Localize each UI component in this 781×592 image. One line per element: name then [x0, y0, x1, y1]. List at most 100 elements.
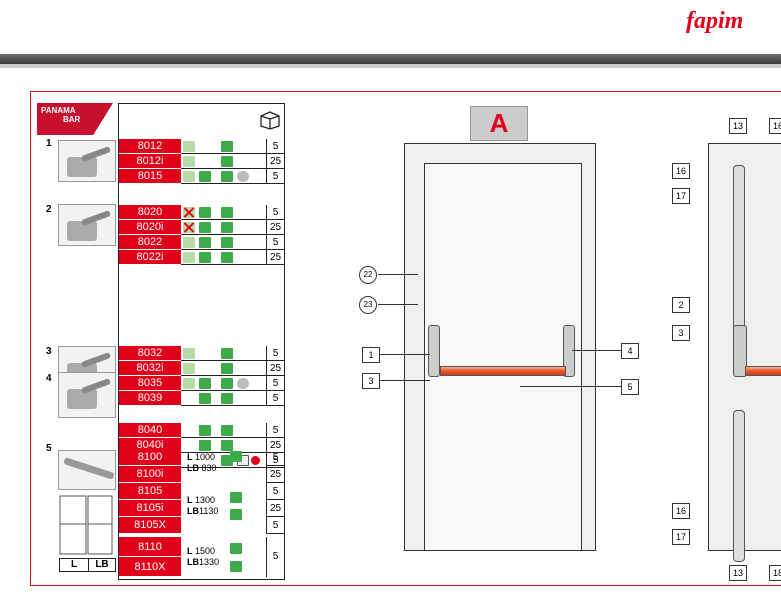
quantity: 5 [266, 423, 284, 438]
exit-icon [221, 237, 233, 248]
exit-icon [221, 425, 233, 436]
vertical-rod-bottom [733, 410, 745, 562]
callout-17-bottom: 17 [672, 529, 690, 545]
leader-line [520, 386, 621, 387]
exit-icon [221, 440, 233, 451]
quantity: 5 [266, 449, 284, 466]
key-icon [183, 252, 195, 263]
table-row: 8040 5 [119, 423, 284, 438]
quantity: 5 [266, 205, 284, 220]
exit-icon [221, 455, 233, 466]
exit-icon [230, 543, 242, 554]
table-header [119, 104, 284, 138]
section-number-3: 3 [46, 346, 52, 357]
vertical-rod-top [733, 165, 745, 342]
thumb-push-pad-1 [58, 140, 116, 182]
push-pad-left [428, 325, 440, 377]
quantity: 25 [266, 361, 284, 376]
product-code: 8020 [119, 205, 181, 220]
header-bar [0, 54, 781, 64]
exit-icon [199, 425, 211, 436]
package-box-icon [260, 111, 280, 130]
quantity: 25 [266, 438, 284, 453]
door-leaf [424, 163, 582, 551]
callout-4: 4 [621, 343, 639, 359]
section-number-5: 5 [46, 443, 52, 454]
product-code: 8022 [119, 235, 181, 250]
product-code: 8100 [119, 449, 181, 466]
no-key-icon [183, 222, 195, 233]
leader-line [378, 274, 418, 275]
dim-label-lb: LB [88, 558, 116, 572]
length-block-2: L 1300 LB1130 [187, 495, 219, 516]
exit-icon [230, 561, 242, 572]
product-code: 8110 [119, 537, 181, 557]
handle-icon [237, 378, 249, 389]
exit-icon [221, 363, 233, 374]
header-bar-shadow [0, 64, 781, 68]
callout-5: 5 [621, 379, 639, 395]
exit-icon [199, 393, 211, 404]
callout-22: 22 [359, 266, 377, 284]
table-row: 8020 5 [119, 205, 284, 220]
exit-icon [199, 252, 211, 263]
exit-icon [221, 156, 233, 167]
product-code: 8012i [119, 154, 181, 169]
quantity: 5 [266, 483, 284, 500]
quantity: 25 [266, 250, 284, 265]
product-code: 8105i [119, 500, 181, 517]
table-row: 8105 5 [119, 483, 284, 500]
exit-icon [230, 492, 242, 503]
diagram-title-a: A [470, 106, 528, 141]
content-frame [30, 91, 781, 586]
exit-icon [199, 222, 211, 233]
callout-1: 1 [362, 347, 380, 363]
quantity: 5 [266, 139, 284, 154]
quantity: 25 [266, 500, 284, 517]
exit-icon [221, 222, 233, 233]
table-row: 8110X [119, 557, 284, 577]
product-code: 8012 [119, 139, 181, 154]
callout-3-right: 3 [672, 325, 690, 341]
thumb-bar [58, 450, 116, 490]
exit-icon [221, 252, 233, 263]
exit-icon [221, 348, 233, 359]
exit-icon [221, 141, 233, 152]
quantity: 25 [266, 466, 284, 483]
thumb-push-pad-4 [58, 372, 116, 418]
callout-16-bottom: 16 [672, 503, 690, 519]
callout-13-bottom: 13 [729, 565, 747, 581]
product-code: 8040 [119, 423, 181, 438]
product-code: 8100i [119, 466, 181, 483]
product-code: 8110X [119, 557, 181, 577]
key-icon [183, 156, 195, 167]
product-code: 8105 [119, 483, 181, 500]
right-panic-bar [745, 366, 781, 376]
exit-icon [199, 237, 211, 248]
callout-13-top: 13 [729, 118, 747, 134]
product-code: 8105X [119, 517, 181, 534]
key-icon [183, 348, 195, 359]
product-code: 8032 [119, 346, 181, 361]
thumb-push-pad-2 [58, 204, 116, 246]
exit-icon [230, 451, 242, 462]
exit-icon [221, 171, 233, 182]
product-code: 8020i [119, 220, 181, 235]
exit-icon [230, 509, 242, 520]
leader-line [380, 380, 430, 381]
quantity: 5 [266, 391, 284, 406]
product-code: 8035 [119, 376, 181, 391]
quantity: 5 [266, 235, 284, 250]
dim-label-l: L [59, 558, 89, 572]
panic-bar [440, 366, 566, 376]
key-icon [183, 171, 195, 182]
key-icon [183, 378, 195, 389]
table-row: 8100i 25 [119, 466, 284, 483]
table-row: 8105i 25 [119, 500, 284, 517]
